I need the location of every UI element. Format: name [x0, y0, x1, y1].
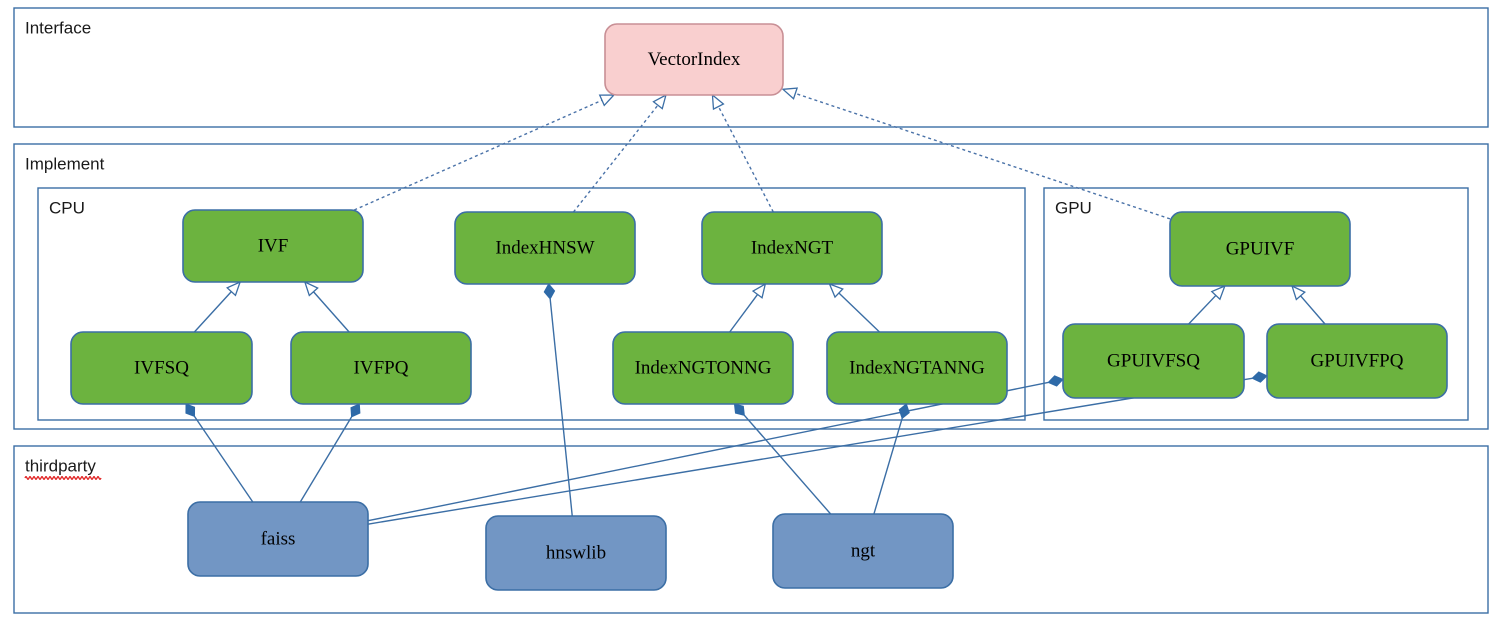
node-label-ngt: ngt	[851, 540, 876, 561]
edge-indexhnsw-to-vectorindex	[572, 93, 667, 213]
node-faiss[interactable]: faiss	[187, 501, 369, 577]
frame-label-thirdparty: thirdparty	[25, 456, 96, 475]
node-label-ivfpq: IVFPQ	[354, 357, 409, 378]
node-indexngtonng[interactable]: IndexNGTONNG	[612, 331, 794, 405]
node-ivf[interactable]: IVF	[182, 209, 364, 283]
node-indexngt[interactable]: IndexNGT	[701, 211, 883, 285]
frame-label-cpu: CPU	[49, 198, 85, 217]
edge-layer	[185, 87, 1326, 525]
node-box-vectorindex[interactable]	[604, 23, 784, 96]
node-box-ivfsq[interactable]	[70, 331, 253, 405]
frame-cpu: CPU	[37, 187, 1026, 421]
node-box-ivf[interactable]	[182, 209, 364, 283]
frame-label-interface: Interface	[25, 18, 91, 37]
edge-faiss-to-gpuivfsq	[367, 375, 1064, 522]
node-label-indexngtanng: IndexNGTANNG	[849, 357, 985, 378]
node-box-indexhnsw[interactable]	[454, 211, 636, 285]
node-label-gpuivfsq: GPUIVFSQ	[1107, 350, 1200, 371]
node-label-ivfsq: IVFSQ	[134, 357, 189, 378]
edge-ngt-to-indexngtanng	[873, 403, 910, 515]
edge-gpuivf-to-vectorindex	[781, 87, 1171, 220]
node-label-indexhnsw: IndexHNSW	[495, 237, 594, 258]
edge-gpuivfpq-to-gpuivf	[1290, 284, 1326, 325]
arrowhead-solid-diamond	[1251, 371, 1268, 383]
node-box-ivfpq[interactable]	[290, 331, 472, 405]
node-gpuivf[interactable]: GPUIVF	[1169, 211, 1351, 287]
arrowhead-hollow-triangle	[711, 93, 725, 111]
node-label-gpuivf: GPUIVF	[1226, 238, 1295, 259]
frame-thirdparty: thirdparty	[13, 445, 1489, 614]
arrowhead-solid-diamond	[185, 403, 196, 418]
node-ngt[interactable]: ngt	[772, 513, 954, 589]
node-label-faiss: faiss	[261, 528, 296, 549]
edge-ivfpq-to-ivf	[303, 280, 350, 333]
node-ivfsq[interactable]: IVFSQ	[70, 331, 253, 405]
node-label-vectorindex: VectorIndex	[648, 49, 741, 70]
arrowhead-hollow-triangle	[781, 87, 799, 100]
arrowhead-solid-diamond	[898, 403, 910, 420]
edge-indexngtanng-to-indexngt	[828, 282, 880, 333]
frame-interface: Interface	[13, 7, 1489, 128]
arrowhead-hollow-triangle	[598, 94, 616, 107]
arrowhead-hollow-triangle	[828, 282, 844, 299]
node-box-indexngtanng[interactable]	[826, 331, 1008, 405]
node-label-gpuivfpq: GPUIVFPQ	[1311, 350, 1404, 371]
node-box-indexngt[interactable]	[701, 211, 883, 285]
arrowhead-hollow-triangle	[303, 280, 319, 297]
node-box-ngt[interactable]	[772, 513, 954, 589]
node-ivfpq[interactable]: IVFPQ	[290, 331, 472, 405]
edge-hnswlib-to-indexhnsw	[543, 283, 573, 517]
edge-indexngt-to-vectorindex	[711, 93, 774, 213]
node-label-indexngt: IndexNGT	[751, 237, 834, 258]
arrowhead-hollow-triangle	[226, 280, 242, 297]
frame-label-implement: Implement	[25, 154, 105, 173]
arrowhead-solid-diamond	[733, 403, 745, 416]
node-indexngtanng[interactable]: IndexNGTANNG	[826, 331, 1008, 405]
node-box-faiss[interactable]	[187, 501, 369, 577]
frame-implement: Implement	[13, 143, 1489, 430]
arrowhead-solid-diamond	[350, 403, 361, 418]
edge-indexngtonng-to-indexngt	[729, 282, 767, 333]
node-hnswlib[interactable]: hnswlib	[485, 515, 667, 591]
frame-gpu: GPU	[1043, 187, 1469, 421]
arrowhead-hollow-triangle	[1290, 284, 1306, 301]
edge-ivfsq-to-ivf	[193, 280, 242, 333]
frame-label-gpu: GPU	[1055, 198, 1092, 217]
node-box-gpuivfpq[interactable]	[1266, 323, 1448, 399]
node-box-gpuivfsq[interactable]	[1062, 323, 1245, 399]
node-box-hnswlib[interactable]	[485, 515, 667, 591]
arrowhead-hollow-triangle	[1210, 284, 1226, 301]
node-indexhnsw[interactable]: IndexHNSW	[454, 211, 636, 285]
edge-faiss-to-gpuivfpq	[367, 371, 1268, 525]
node-box-indexngtonng[interactable]	[612, 331, 794, 405]
edge-ivf-to-vectorindex	[353, 94, 616, 211]
arrowhead-solid-diamond	[543, 283, 556, 300]
node-vectorindex[interactable]: VectorIndex	[604, 23, 784, 96]
edge-ngt-to-indexngtonng	[733, 403, 832, 515]
node-gpuivfpq[interactable]: GPUIVFPQ	[1266, 323, 1448, 399]
spellcheck-underline	[24, 476, 102, 480]
edge-faiss-to-ivfsq	[185, 403, 254, 503]
edge-faiss-to-ivfpq	[299, 403, 361, 503]
node-box-gpuivf[interactable]	[1169, 211, 1351, 287]
arrowhead-hollow-triangle	[652, 93, 667, 110]
node-gpuivfsq[interactable]: GPUIVFSQ	[1062, 323, 1245, 399]
arrowhead-hollow-triangle	[751, 282, 767, 299]
node-label-indexngtonng: IndexNGTONNG	[635, 357, 772, 378]
edge-gpuivfsq-to-gpuivf	[1188, 284, 1226, 325]
node-label-hnswlib: hnswlib	[546, 542, 606, 563]
node-label-ivf: IVF	[258, 235, 289, 256]
arrowhead-solid-diamond	[1047, 375, 1064, 387]
